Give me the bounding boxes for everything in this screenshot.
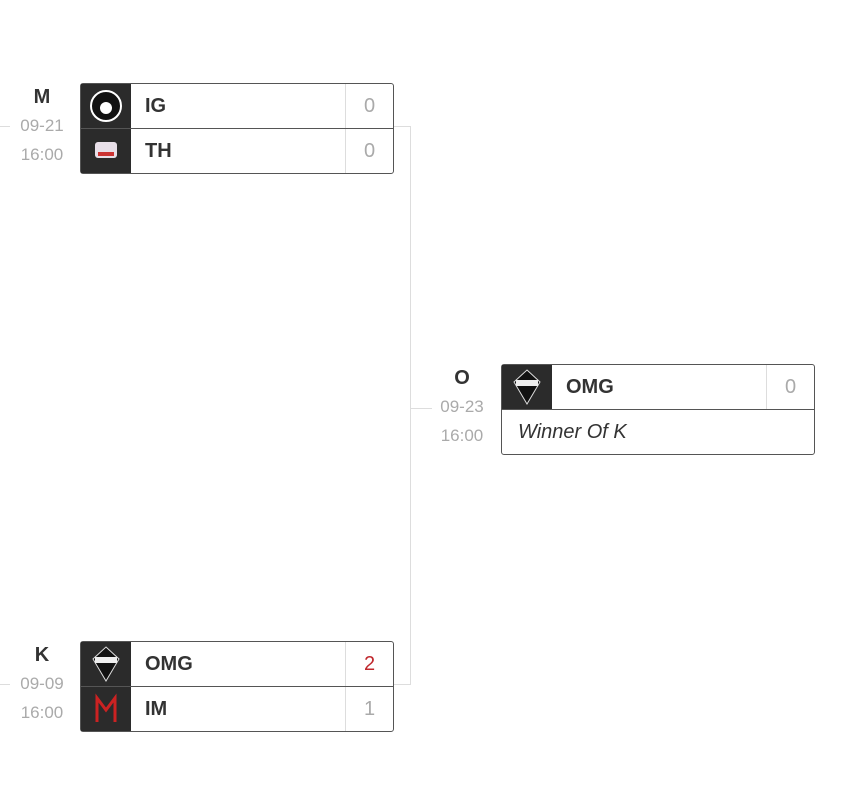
omg-logo-icon: [81, 642, 131, 686]
connector: [393, 684, 410, 685]
placeholder-team: Winner Of K: [518, 420, 627, 443]
match-id: M: [33, 86, 51, 108]
team-row[interactable]: OMG 0: [502, 365, 814, 409]
match-date: 09-21: [20, 116, 64, 135]
connector: [410, 126, 411, 685]
match-id: O: [454, 367, 470, 389]
match-time: 16:00: [440, 426, 484, 445]
match-info-M: M 09-21 16:00: [7, 83, 77, 169]
team-row[interactable]: OMG 2: [81, 642, 393, 686]
team-score: 2: [345, 642, 393, 686]
connector: [393, 126, 410, 127]
match-M[interactable]: IG 0 TH 0: [80, 83, 394, 174]
team-score: 0: [345, 84, 393, 128]
team-row[interactable]: IM 1: [81, 686, 393, 731]
team-name: OMG: [145, 652, 193, 675]
match-date: 09-23: [440, 397, 484, 416]
match-time: 16:00: [20, 703, 64, 722]
team-score: 0: [345, 129, 393, 173]
team-name: OMG: [566, 375, 614, 398]
th-logo-icon: [81, 129, 131, 173]
connector: [410, 408, 432, 409]
match-info-K: K 09-09 16:00: [7, 641, 77, 727]
team-name: IG: [145, 94, 167, 117]
team-name: IM: [145, 697, 168, 720]
im-logo-icon: [81, 687, 131, 731]
match-time: 16:00: [20, 145, 64, 164]
team-score: 1: [345, 687, 393, 731]
team-row[interactable]: TH 0: [81, 128, 393, 173]
team-name: TH: [145, 139, 172, 162]
team-row[interactable]: IG 0: [81, 84, 393, 128]
omg-logo-icon: [502, 365, 552, 409]
match-info-O: O 09-23 16:00: [427, 364, 497, 450]
match-K[interactable]: OMG 2 IM 1: [80, 641, 394, 732]
team-row-tbd[interactable]: Winner Of K: [502, 409, 814, 454]
ig-logo-icon: [81, 84, 131, 128]
match-id: K: [34, 644, 50, 666]
match-O[interactable]: OMG 0 Winner Of K: [501, 364, 815, 455]
team-score: 0: [766, 365, 814, 409]
connector: [0, 684, 10, 685]
match-date: 09-09: [20, 674, 64, 693]
connector: [0, 126, 10, 127]
